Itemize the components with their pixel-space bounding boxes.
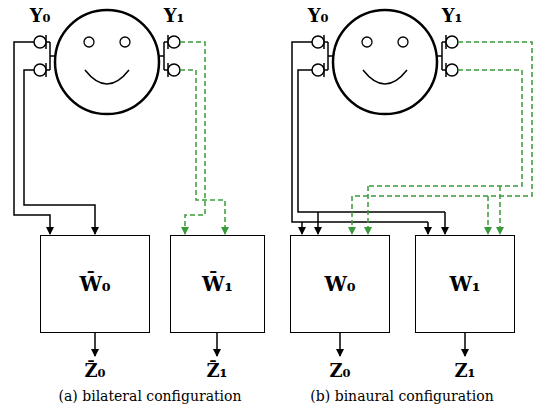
- signal-name: Y₀: [306, 6, 331, 26]
- head-b: [312, 10, 458, 114]
- wires-right-a: [180, 42, 225, 234]
- filter-box: W₀: [290, 235, 390, 333]
- output-name: Z̄₁: [204, 361, 229, 381]
- filter-box: W₁: [415, 235, 515, 333]
- head-a: [34, 10, 180, 114]
- output-name: Z̄₀: [82, 361, 107, 381]
- wires-right-b: [352, 42, 532, 234]
- filter-box: W̄₀: [40, 235, 150, 333]
- wires-left-a: [14, 42, 95, 234]
- subfigure-caption: (a) bilateral configuration: [56, 389, 243, 404]
- wires-left-b: [292, 42, 445, 234]
- signal-name: Y₀: [28, 6, 53, 26]
- signal-name: Y₁: [440, 6, 465, 26]
- output-name: Z₀: [327, 361, 352, 381]
- signal-name: Y₁: [162, 6, 187, 26]
- output-name: Z₁: [452, 361, 477, 381]
- subfigure-caption: (b) binaural configuration: [308, 389, 495, 404]
- filter-label: W̄₀: [79, 272, 110, 296]
- filter-label: W̄₁: [202, 272, 233, 296]
- filter-box: W̄₁: [170, 235, 265, 333]
- output-arrows: [95, 333, 465, 356]
- filter-label: W₀: [324, 272, 355, 296]
- filter-label: W₁: [449, 272, 480, 296]
